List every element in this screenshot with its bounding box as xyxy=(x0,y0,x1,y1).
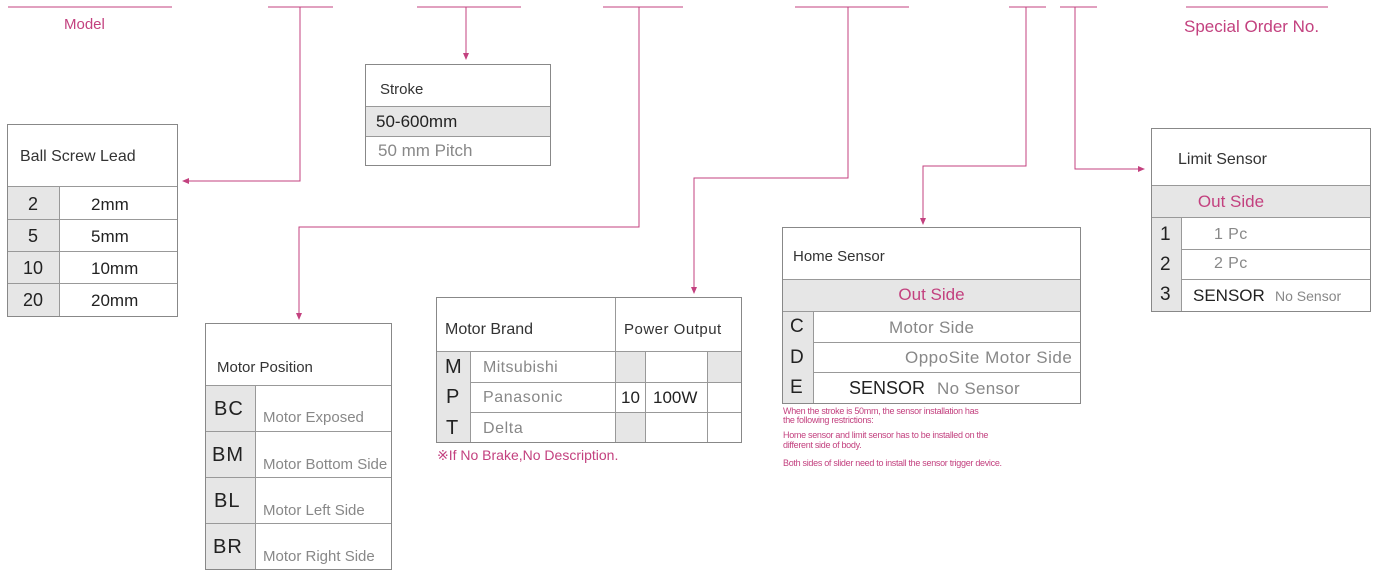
stroke-title: Stroke xyxy=(380,81,424,98)
position-code: BR xyxy=(213,536,243,558)
brand-code: M xyxy=(445,356,462,378)
limit-code: 2 xyxy=(1160,254,1171,275)
power-value: 100W xyxy=(653,388,698,407)
position-code: BC xyxy=(214,398,244,420)
limit-sensor-title: Limit Sensor xyxy=(1178,151,1267,168)
home-sensor-title: Home Sensor xyxy=(793,248,885,265)
home-code: C xyxy=(790,316,804,337)
limit-code: 1 xyxy=(1160,224,1171,245)
limit-sensor-table: Limit Sensor Out Side 1 1 Pc 2 2 Pc 3 SE… xyxy=(1151,128,1371,312)
sensor-note-line: the following restrictions: xyxy=(783,415,874,425)
limit-value-strong: SENSOR xyxy=(1193,286,1265,305)
home-sensor-subheader: Out Side xyxy=(898,285,965,304)
sensor-note-line: When the stroke is 50mm, the sensor inst… xyxy=(783,406,979,416)
position-value: Motor Bottom Side xyxy=(263,456,388,473)
stroke-pitch: 50 mm Pitch xyxy=(378,141,473,160)
motor-position-table: Motor Position BC Motor Exposed BM Motor… xyxy=(205,323,392,570)
stroke-table: Stroke 50-600mm 50 mm Pitch xyxy=(365,64,551,166)
brand-value: Panasonic xyxy=(483,389,564,406)
home-code: E xyxy=(790,377,803,398)
home-value: No Sensor xyxy=(937,379,1021,398)
position-code: BL xyxy=(214,490,241,512)
lead-value: 20mm xyxy=(91,291,139,310)
limit-value: No Sensor xyxy=(1275,288,1342,304)
limit-value: 1 Pc xyxy=(1214,226,1248,243)
lead-code: 10 xyxy=(23,258,44,278)
motor-brand-table: Motor Brand Power Output M Mitsubishi P … xyxy=(436,297,742,443)
motor-position-title: Motor Position xyxy=(217,359,313,376)
brand-value: Mitsubishi xyxy=(483,359,559,376)
home-sensor-table: Home Sensor Out Side C Motor Side D Oppo… xyxy=(782,227,1081,404)
limit-code: 3 xyxy=(1160,284,1171,305)
ball-screw-lead-table: Ball Screw Lead 2 2mm 5 5mm 10 10mm 20 2… xyxy=(7,124,178,317)
home-value-strong: SENSOR xyxy=(849,378,926,398)
lead-value: 2mm xyxy=(91,195,129,214)
lead-value: 5mm xyxy=(91,227,129,246)
model-label: Model xyxy=(64,16,105,33)
lead-code: 5 xyxy=(28,226,39,246)
lead-code: 20 xyxy=(23,290,44,310)
limit-value: 2 Pc xyxy=(1214,255,1248,272)
brand-code: P xyxy=(446,386,460,408)
position-value: Motor Exposed xyxy=(263,409,364,426)
position-value: Motor Right Side xyxy=(263,548,375,565)
brand-value: Delta xyxy=(483,420,524,437)
home-value: Motor Side xyxy=(889,318,975,337)
lead-value: 10mm xyxy=(91,259,139,278)
lead-code: 2 xyxy=(28,194,39,214)
limit-sensor-subheader: Out Side xyxy=(1197,192,1265,211)
motor-brand-title: Motor Brand xyxy=(445,321,534,338)
home-code: D xyxy=(790,347,804,368)
power-code: 10 xyxy=(621,388,640,407)
special-order-label: Special Order No. xyxy=(1184,17,1320,36)
sensor-note-line: Both sides of slider need to install the… xyxy=(783,458,1002,468)
home-value: OppoSite Motor Side xyxy=(905,348,1073,367)
brand-code: T xyxy=(446,417,459,439)
sensor-note-line: different side of body. xyxy=(783,440,862,450)
stroke-range: 50-600mm xyxy=(376,112,458,131)
position-value: Motor Left Side xyxy=(263,502,365,519)
ball-screw-lead-title: Ball Screw Lead xyxy=(20,148,136,165)
sensor-note-line: Home sensor and limit sensor has to be i… xyxy=(783,430,989,440)
position-code: BM xyxy=(212,444,244,466)
power-output-title: Power Output xyxy=(624,321,722,338)
brake-note: ※If No Brake,No Description. xyxy=(437,447,619,463)
